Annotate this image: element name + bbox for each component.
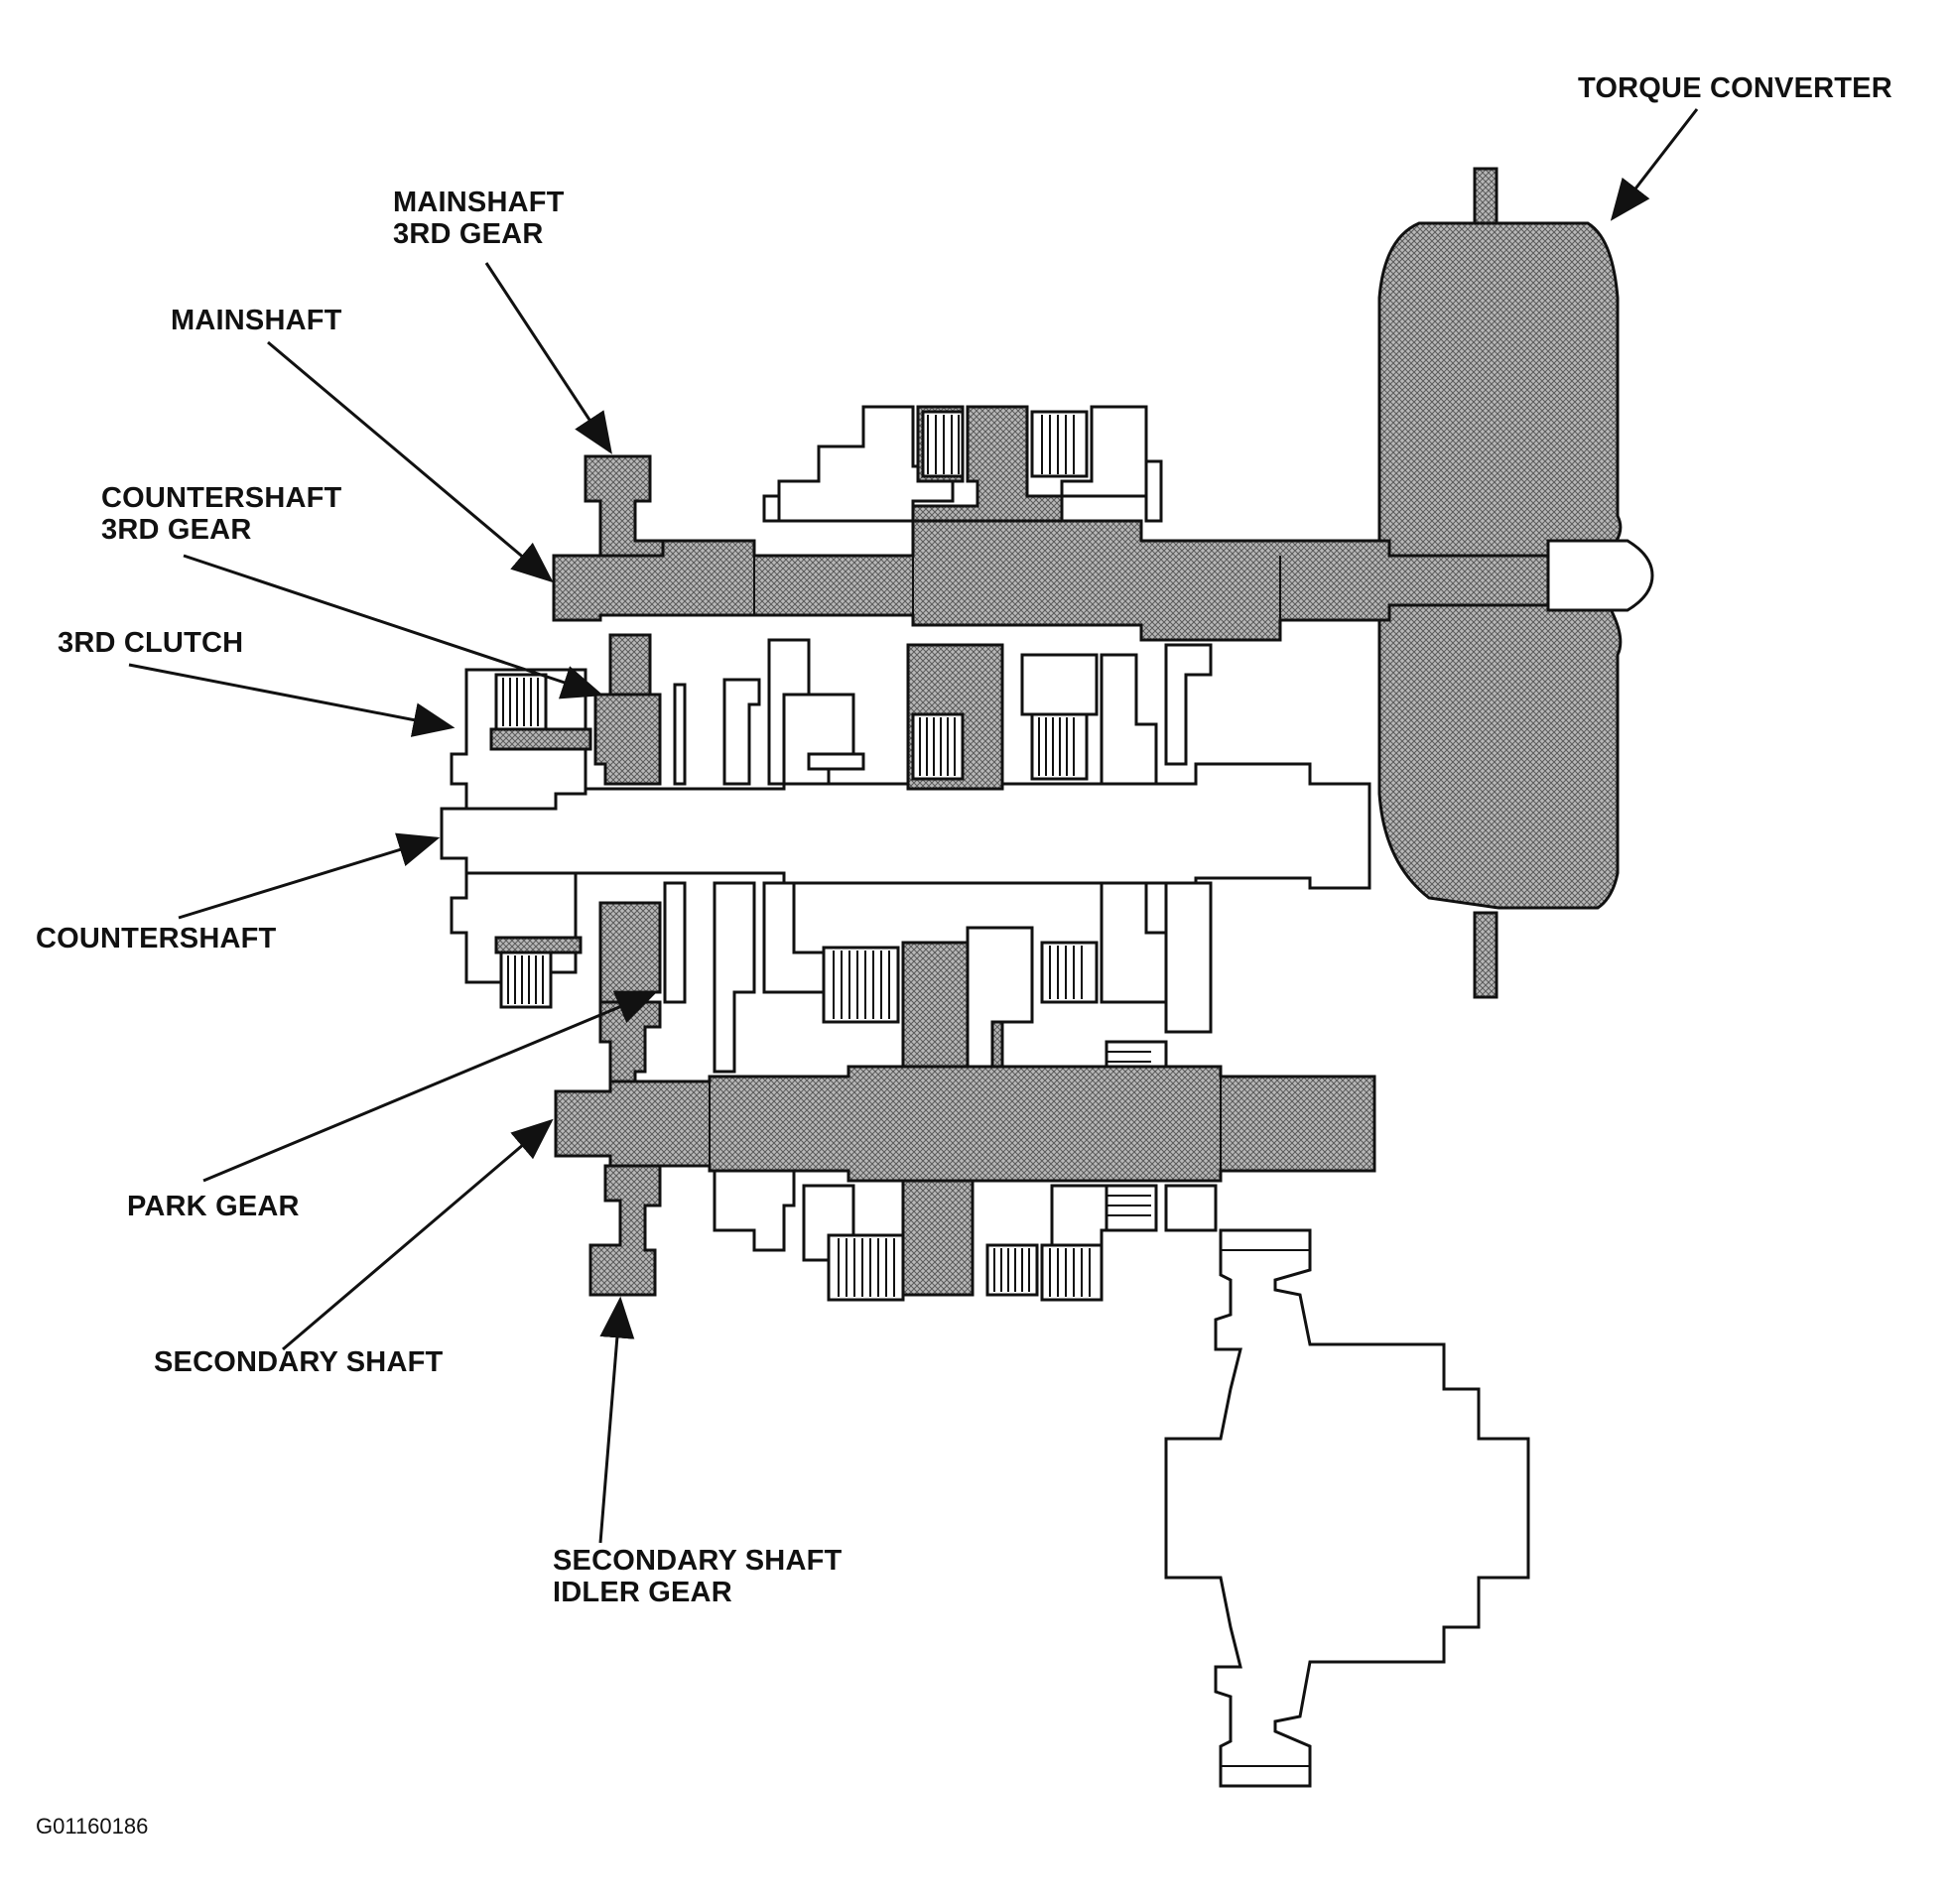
leader-mainshaft: [267, 340, 554, 583]
label-secondary-shaft: SECONDARY SHAFT: [154, 1346, 444, 1378]
mainshaft-3rd-gear-shape: [584, 454, 665, 558]
leader-park-gear: [202, 990, 659, 1183]
leader-secondary-shaft: [282, 1118, 554, 1351]
label-countershaft: COUNTERSHAFT: [36, 923, 277, 954]
secondary-shaft-idler-gear-shape: [588, 1164, 662, 1297]
leader-secondary-shaft-idler-gear: [598, 1296, 635, 1544]
leader-countershaft: [178, 832, 441, 920]
figure-code: G01160186: [36, 1814, 149, 1839]
secondary-shaft-clutch-assembly: [713, 1169, 1218, 1302]
leader-lines: [128, 108, 1699, 1544]
leader-countershaft-3rd-gear: [183, 554, 604, 699]
differential-shape: [1164, 1228, 1530, 1788]
mainshaft-clutch-assembly: [762, 405, 1163, 523]
label-3rd-clutch: 3RD CLUTCH: [58, 627, 244, 659]
leader-3rd-clutch: [128, 663, 456, 737]
secondary-shaft-shape: [554, 1065, 1376, 1183]
label-mainshaft: MAINSHAFT: [171, 305, 342, 336]
label-torque-converter: TORQUE CONVERTER: [1578, 72, 1892, 104]
label-mainshaft-3rd-gear: MAINSHAFT 3RD GEAR: [393, 187, 565, 250]
label-countershaft-3rd-gear: COUNTERSHAFT 3RD GEAR: [101, 482, 342, 546]
label-secondary-shaft-idler-gear: SECONDARY SHAFT IDLER GEAR: [553, 1545, 843, 1608]
leader-mainshaft-3rd-gear: [484, 262, 612, 454]
park-gear-shape: [598, 1000, 662, 1093]
label-park-gear: PARK GEAR: [127, 1191, 300, 1222]
mainshaft-shape: [552, 519, 1550, 642]
countershaft-upper-assembly: [450, 633, 1213, 811]
leader-torque-converter: [1610, 108, 1699, 221]
